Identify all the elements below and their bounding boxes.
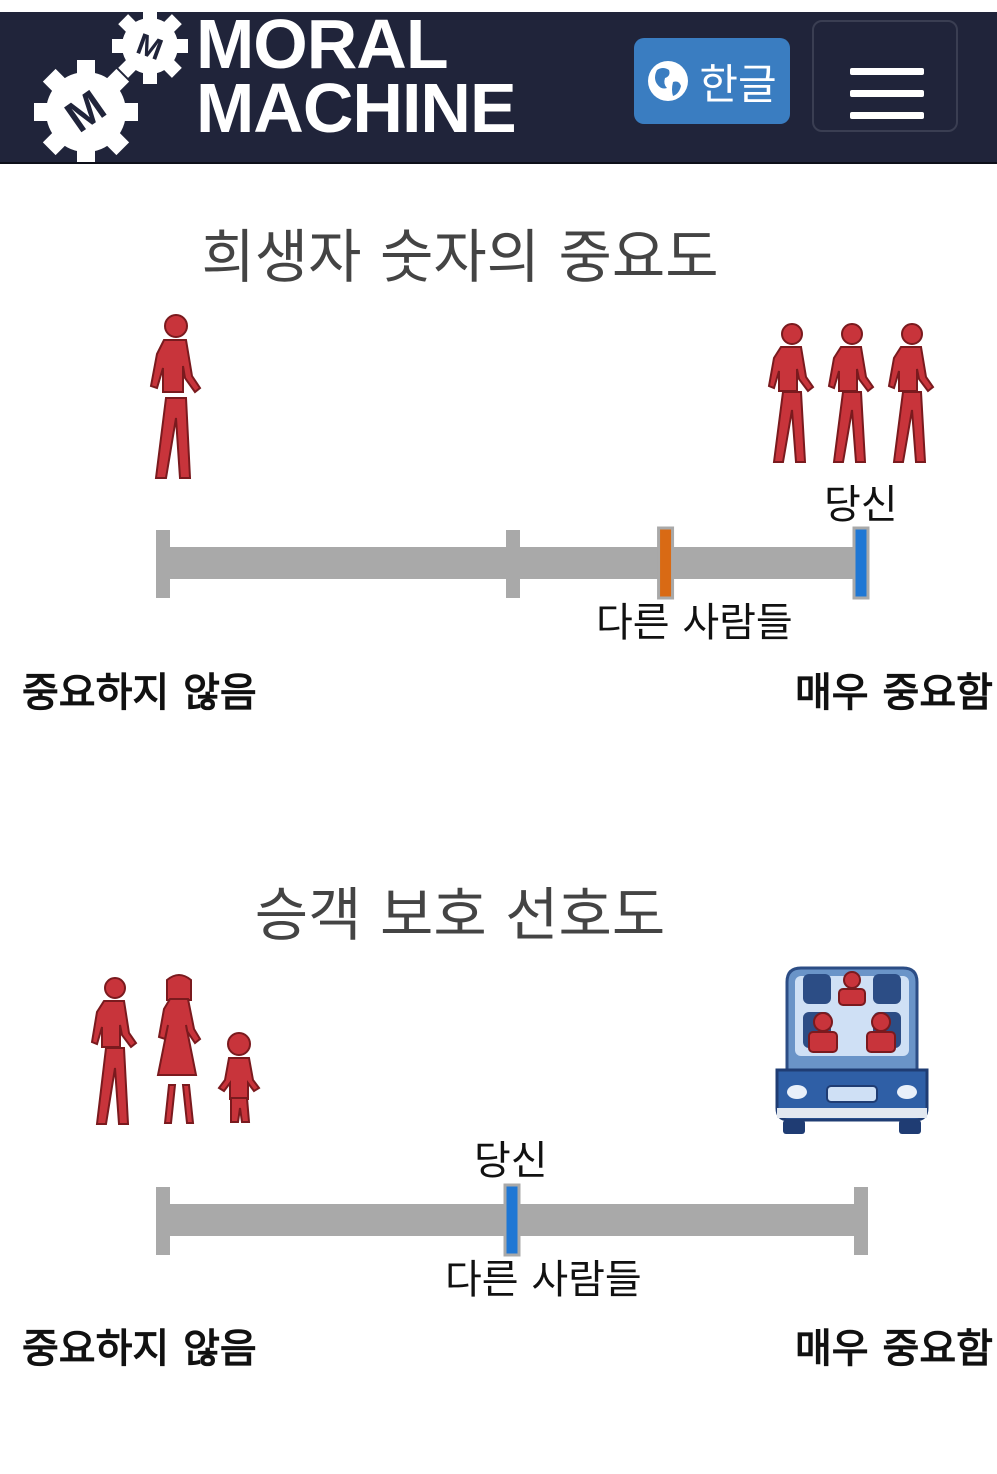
left-end-label: 중요하지 않음 <box>22 1326 257 1372</box>
section-title-passenger-protection: 승객 보호 선호도 <box>254 881 666 949</box>
you-label: 당신 <box>824 482 898 528</box>
others-label: 다른 사람들 <box>596 600 793 646</box>
pedestrian-group-icon <box>90 974 261 1125</box>
brand-line-2: MACHINE <box>196 69 517 147</box>
others-marker <box>657 526 675 600</box>
others-label: 다른 사람들 <box>445 1257 642 1303</box>
passenger-protection-scale <box>156 1183 868 1257</box>
scale-tick-left <box>156 1187 170 1255</box>
single-pedestrian-icon <box>149 314 202 479</box>
top-navbar: M M MORAL MACHINE 한글 <box>0 5 997 164</box>
right-end-label: 매우 중요함 <box>795 670 993 716</box>
you-marker <box>503 1183 521 1257</box>
victim-count-scale <box>156 526 870 600</box>
you-marker <box>852 526 870 600</box>
brand-line-1: MORAL <box>196 5 449 83</box>
moral-machine-logo[interactable]: M M <box>18 12 188 162</box>
menu-bar-icon <box>850 90 924 97</box>
language-button[interactable]: 한글 <box>634 38 790 124</box>
menu-bar-icon <box>850 112 924 119</box>
hamburger-menu-button[interactable] <box>812 20 958 132</box>
left-end-label: 중요하지 않음 <box>22 670 257 716</box>
car-with-passengers-icon <box>775 966 929 1134</box>
section-title-victim-count: 희생자 숫자의 중요도 <box>201 223 719 291</box>
right-end-label: 매우 중요함 <box>795 1326 993 1372</box>
globe-icon <box>648 61 689 101</box>
menu-bar-icon <box>850 68 924 75</box>
language-label: 한글 <box>699 59 777 109</box>
you-label: 당신 <box>474 1138 548 1184</box>
three-pedestrians-icon <box>767 323 935 463</box>
scale-tick-middle <box>506 530 520 598</box>
scale-tick-right <box>854 1187 868 1255</box>
scale-tick-left <box>156 530 170 598</box>
brand-title[interactable]: MORAL MACHINE <box>196 5 517 147</box>
